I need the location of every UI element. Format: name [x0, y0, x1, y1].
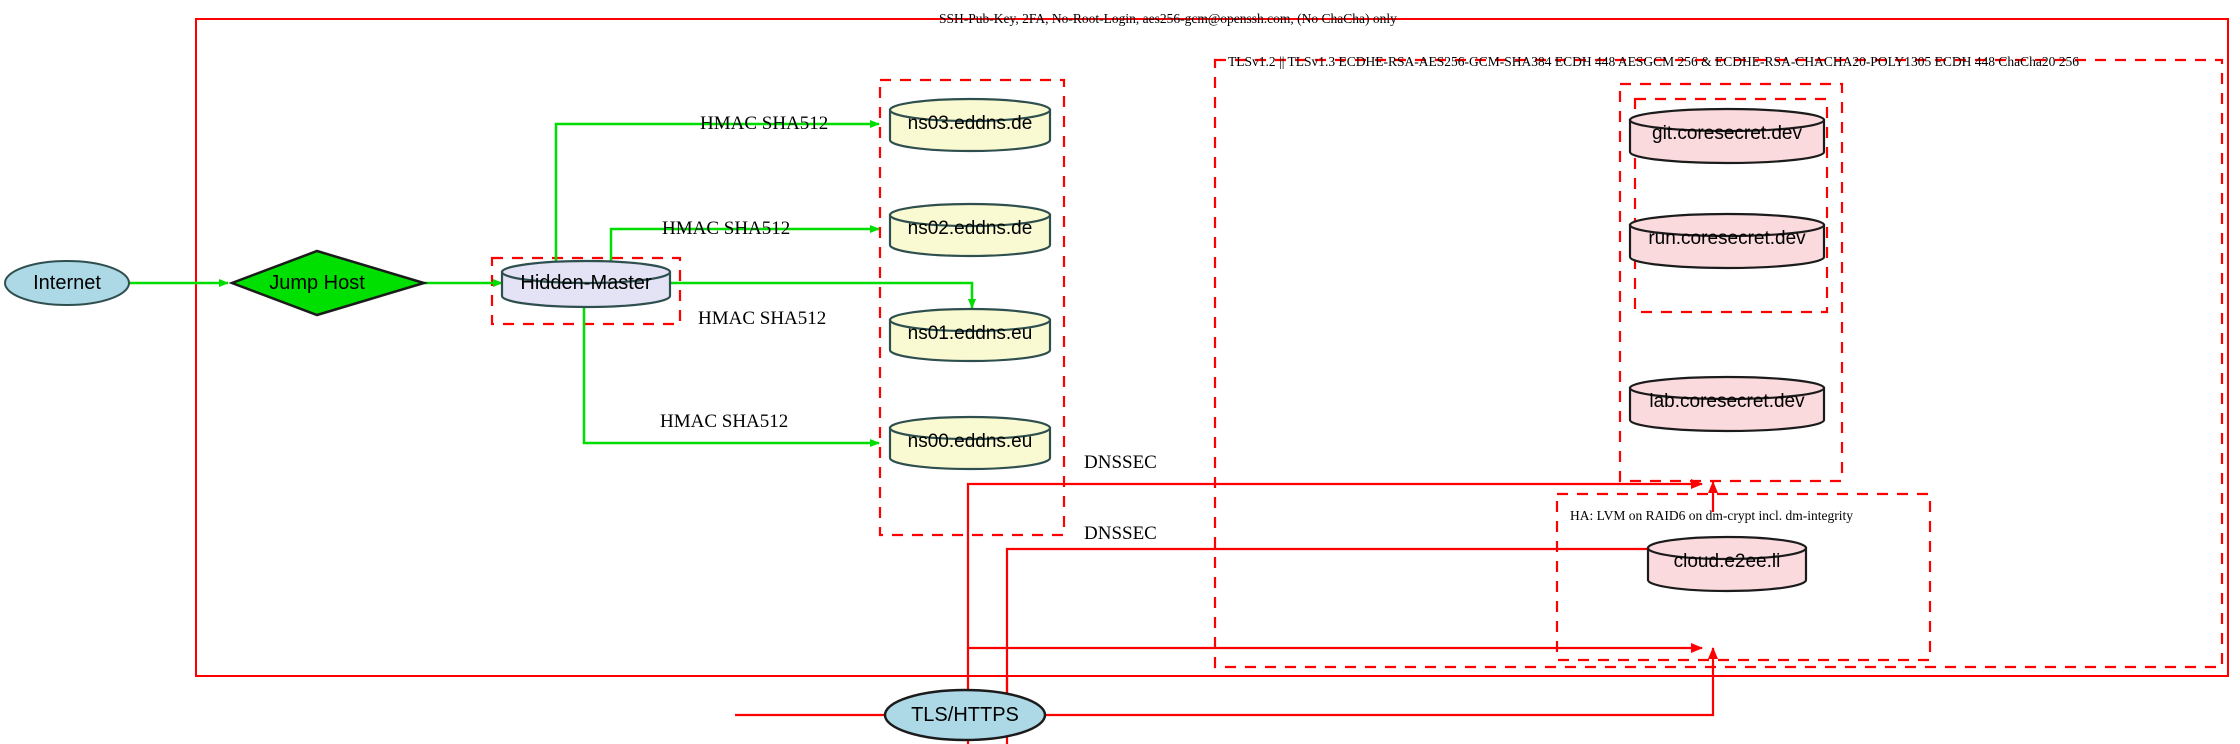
edge-label-dnssec-lower: DNSSEC [1084, 523, 1157, 544]
edge-hiddenmaster-to-ns02 [609, 225, 880, 263]
edge-label-hmac-ns02: HMAC SHA512 [662, 218, 791, 239]
tls-boundary-box [1213, 58, 2224, 669]
edge-dnssec-upper [966, 479, 1703, 744]
node-cloud-shape[interactable] [1646, 535, 1808, 593]
edge-label-hmac-ns01: HMAC SHA512 [698, 308, 827, 329]
node-ns03-shape[interactable] [888, 97, 1052, 153]
node-git-shape[interactable] [1628, 107, 1826, 165]
node-lab-shape[interactable] [1628, 375, 1826, 433]
edge-tlshttps-to-ha [735, 647, 1718, 717]
node-ns01-shape[interactable] [888, 307, 1052, 363]
coresecret-inner-boundary-box [1633, 97, 1829, 314]
node-ns02-shape[interactable] [888, 202, 1052, 258]
ssh-boundary-box [195, 18, 2229, 677]
node-internet-shape[interactable] [4, 260, 130, 306]
node-run-shape[interactable] [1628, 212, 1826, 270]
edge-label-dnssec-upper: DNSSEC [1084, 452, 1157, 473]
ha-boundary-box [1555, 492, 1932, 662]
coresecret-boundary-box [1618, 82, 1844, 483]
edge-hiddenmaster-to-ns01 [665, 281, 976, 309]
edge-label-hmac-ns00: HMAC SHA512 [660, 411, 789, 432]
tls-boundary-label: TLSv1.2 || TLSv1.3 ECDHE-RSA-AES256-GCM-… [1228, 54, 2079, 69]
ha-boundary-label: HA: LVM on RAID6 on dm-crypt incl. dm-in… [1570, 508, 1853, 523]
nameserver-boundary-box [878, 78, 1066, 537]
edge-hiddenmaster-to-ns03 [554, 120, 880, 264]
node-tlshttps-shape[interactable] [883, 688, 1047, 742]
ssh-boundary-label: SSH-Pub-Key, 2FA, No-Root-Login, aes256-… [939, 11, 1397, 26]
hidden-master-boundary-box [490, 256, 682, 326]
edge-label-hmac-ns03: HMAC SHA512 [700, 113, 829, 134]
node-jumphost-shape[interactable] [228, 249, 429, 317]
node-ns00-shape[interactable] [888, 415, 1052, 471]
node-hidden-master-shape[interactable] [500, 259, 672, 309]
edge-hiddenmaster-to-ns00 [582, 303, 880, 447]
